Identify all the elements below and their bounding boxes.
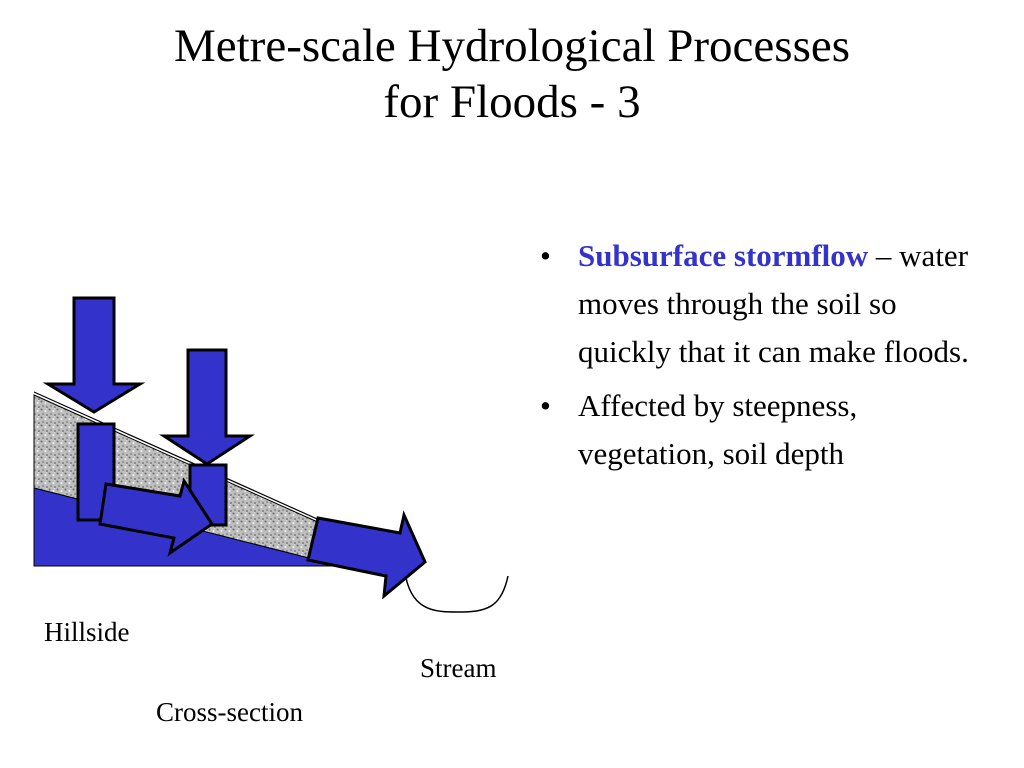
subsurface-flow-arrow-1 [98,477,215,557]
bullet-dot: • [540,388,551,423]
title-line-1: Metre-scale Hydrological Processes [173,20,851,72]
bullet-dot: • [540,238,551,273]
ground-surface-line [33,391,345,532]
slide-title: Metre-scale Hydrological Processes for F… [0,18,1024,130]
bullet-item-subsurface-stormflow: • Subsurface stormflow – water moves thr… [538,232,978,376]
title-line-2: for Floods - 3 [383,76,641,128]
bullet-term: Subsurface stormflow [578,238,869,273]
hillside-label: Hillside [44,617,130,647]
cross-section-label: Cross-section [156,697,303,727]
subsurface-flow-arrow-2 [306,510,427,600]
rainfall-arrow-large [42,296,146,414]
stream-label: Stream [420,653,497,683]
bullet-text: – water moves through the soil so quickl… [578,238,969,369]
bullet-list: • Subsurface stormflow – water moves thr… [538,232,978,484]
bullet-text: Affected by steepness, vegetation, soil … [578,388,858,471]
bullet-item-affected-by: • Affected by steepness, vegetation, soi… [538,382,978,478]
rainfall-arrow-small [158,348,256,466]
stream-channel [405,575,509,613]
